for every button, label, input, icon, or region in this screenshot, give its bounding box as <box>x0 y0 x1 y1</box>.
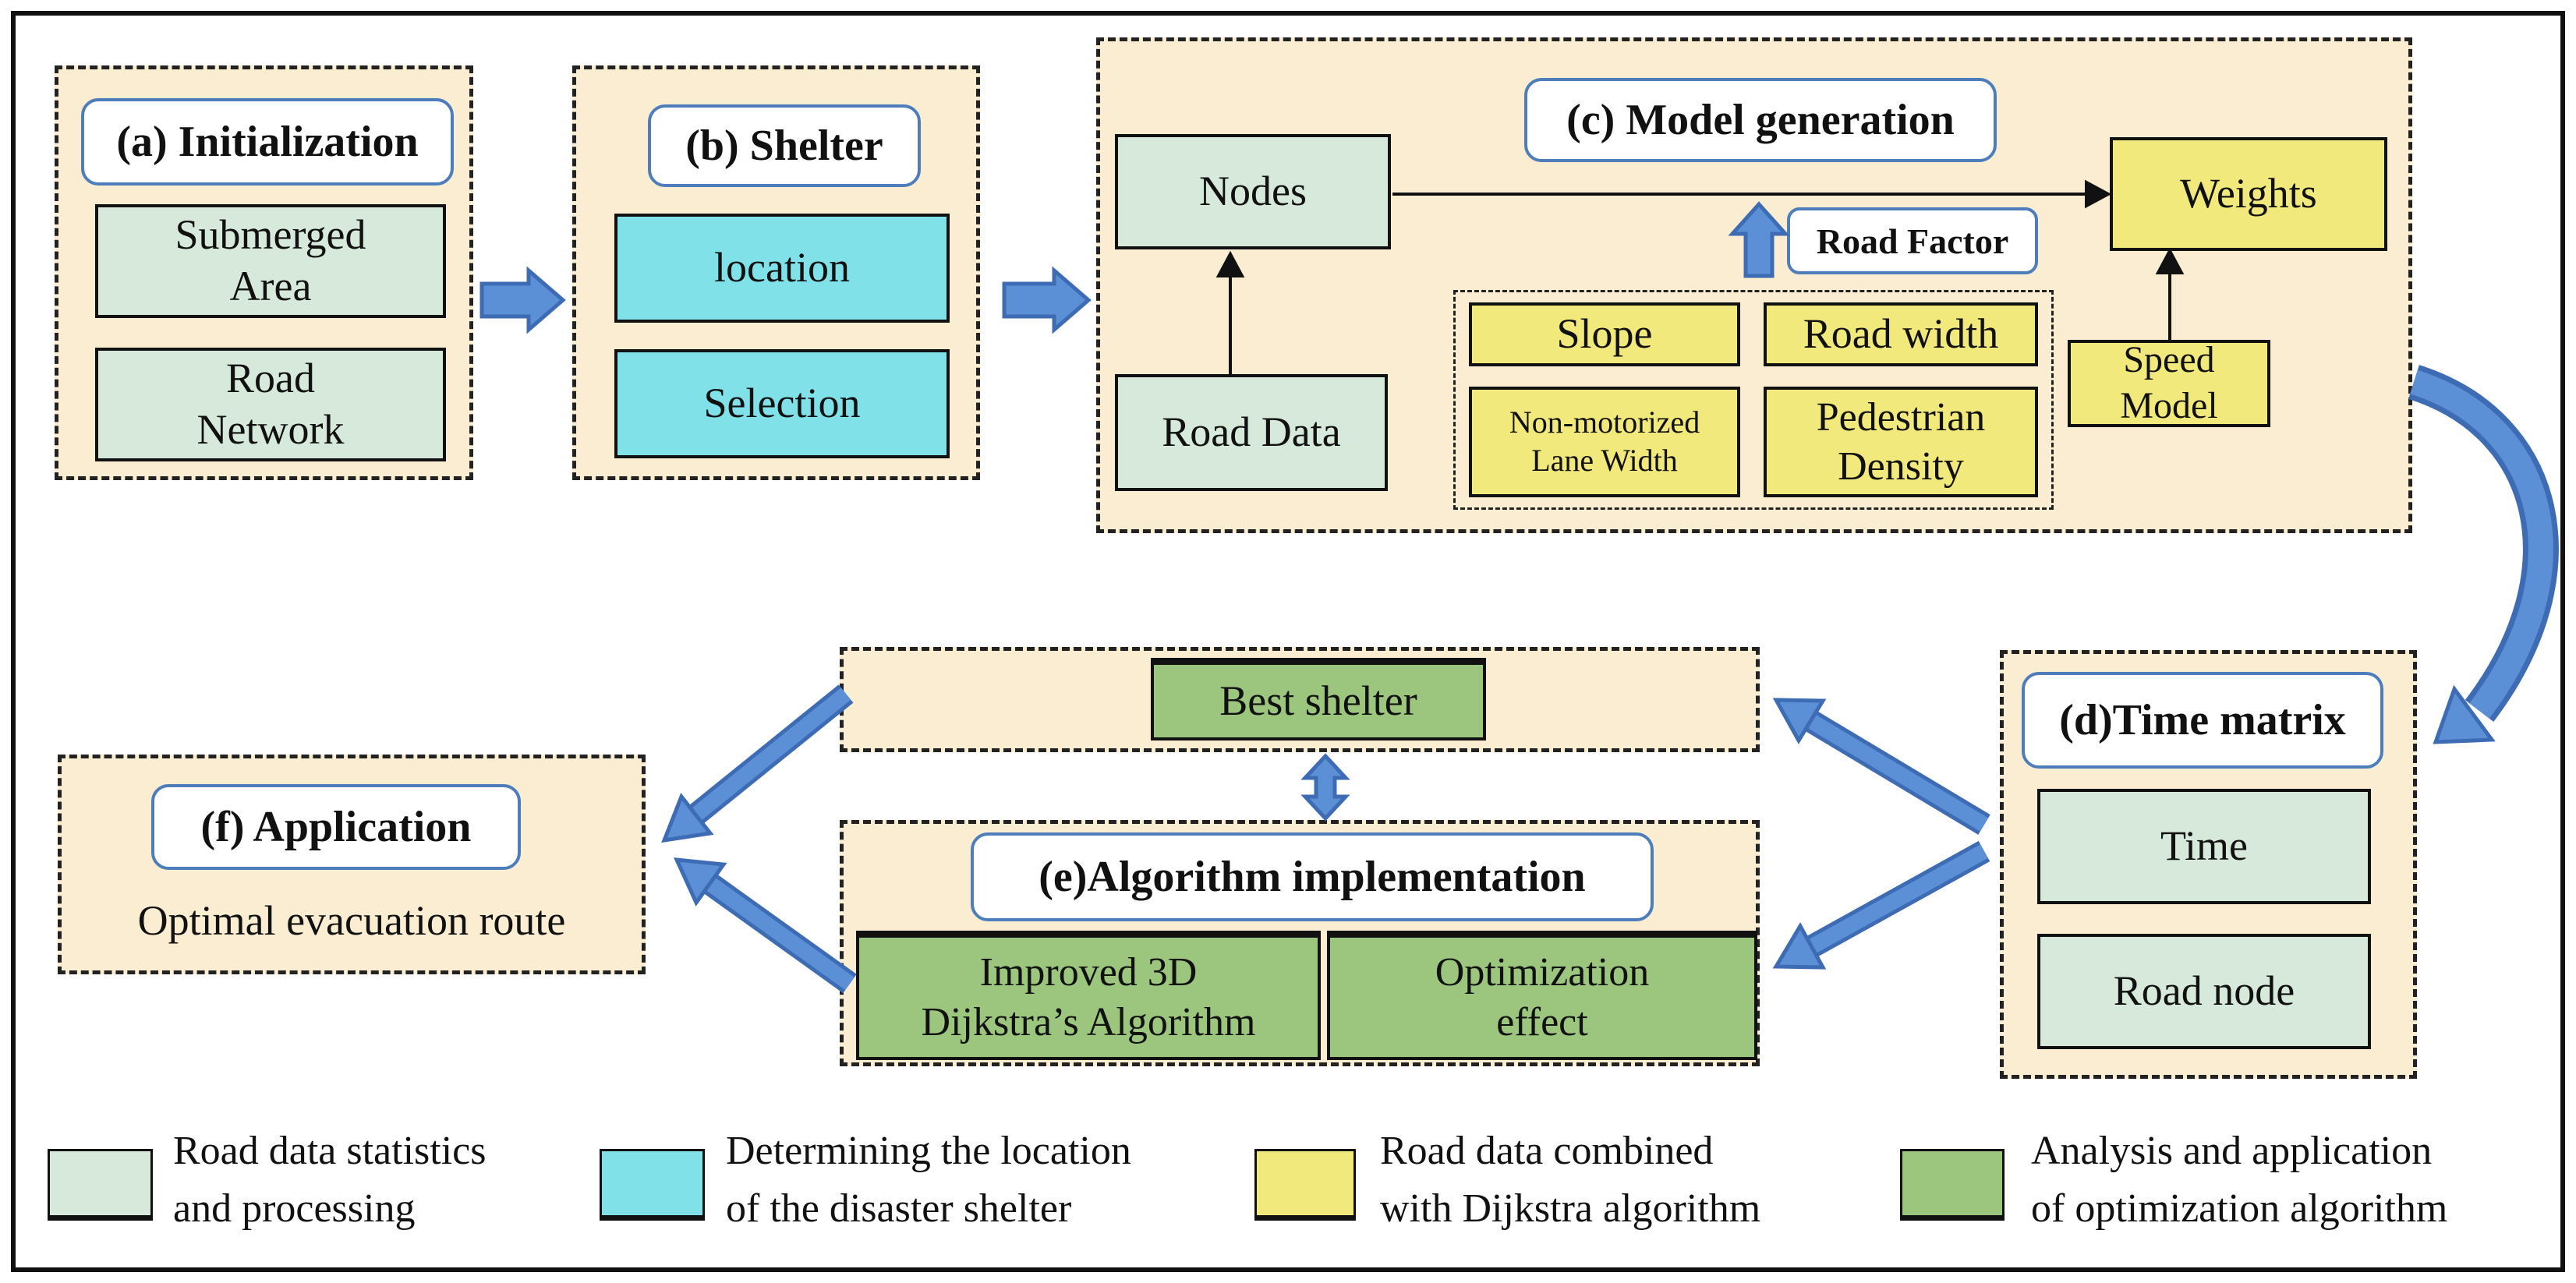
node-optimization-effect: Optimization effect <box>1327 931 1757 1060</box>
legend-label-shelter-location: Determining the location of the disaster… <box>726 1129 1131 1231</box>
title-application: (f) Application <box>151 784 521 870</box>
legend-label-dijkstra: Road data combined with Dijkstra algorit… <box>1380 1129 1761 1231</box>
node-weights: Weights <box>2110 137 2387 251</box>
node-road-width: Road width <box>1764 302 2038 366</box>
title-shelter: (b) Shelter <box>648 104 921 187</box>
node-selection: Selection <box>614 349 950 458</box>
node-best-shelter: Best shelter <box>1151 658 1486 740</box>
figure-border <box>11 11 2565 1272</box>
node-road-data: Road Data <box>1115 374 1388 491</box>
node-non-motorized-lane-width: Non-motorized Lane Width <box>1469 387 1740 497</box>
node-location: location <box>614 214 950 323</box>
node-slope: Slope <box>1469 302 1740 366</box>
group-road-factors <box>1453 290 2054 510</box>
legend-swatch-dijkstra <box>1254 1149 1356 1221</box>
label-optimal-evacuation-route: Optimal evacuation route <box>137 897 566 944</box>
title-model-generation: (c) Model generation <box>1524 78 1997 162</box>
legend-label-road-data: Road data statistics and processing <box>173 1129 487 1231</box>
node-pedestrian-density: Pedestrian Density <box>1764 387 2038 497</box>
node-submerged-area: Submerged Area <box>95 204 446 318</box>
node-speed-model: Speed Model <box>2068 339 2270 427</box>
legend-swatch-shelter-location <box>600 1149 705 1221</box>
label-road-factor: Road Factor <box>1787 207 2038 274</box>
node-improved-dijkstra: Improved 3D Dijkstra’s Algorithm <box>856 931 1321 1060</box>
title-time-matrix: (d)Time matrix <box>2022 672 2383 769</box>
node-road-network: Road Network <box>95 348 446 461</box>
legend-swatch-optimization <box>1900 1149 2005 1221</box>
title-initialization: (a) Initialization <box>81 98 454 186</box>
node-nodes: Nodes <box>1115 134 1391 249</box>
title-algorithm-implementation: (e)Algorithm implementation <box>971 832 1654 921</box>
node-time: Time <box>2037 789 2371 904</box>
legend-swatch-road-data <box>48 1149 153 1221</box>
node-road-node: Road node <box>2037 934 2371 1049</box>
legend-label-optimization: Analysis and application of optimization… <box>2031 1129 2448 1231</box>
